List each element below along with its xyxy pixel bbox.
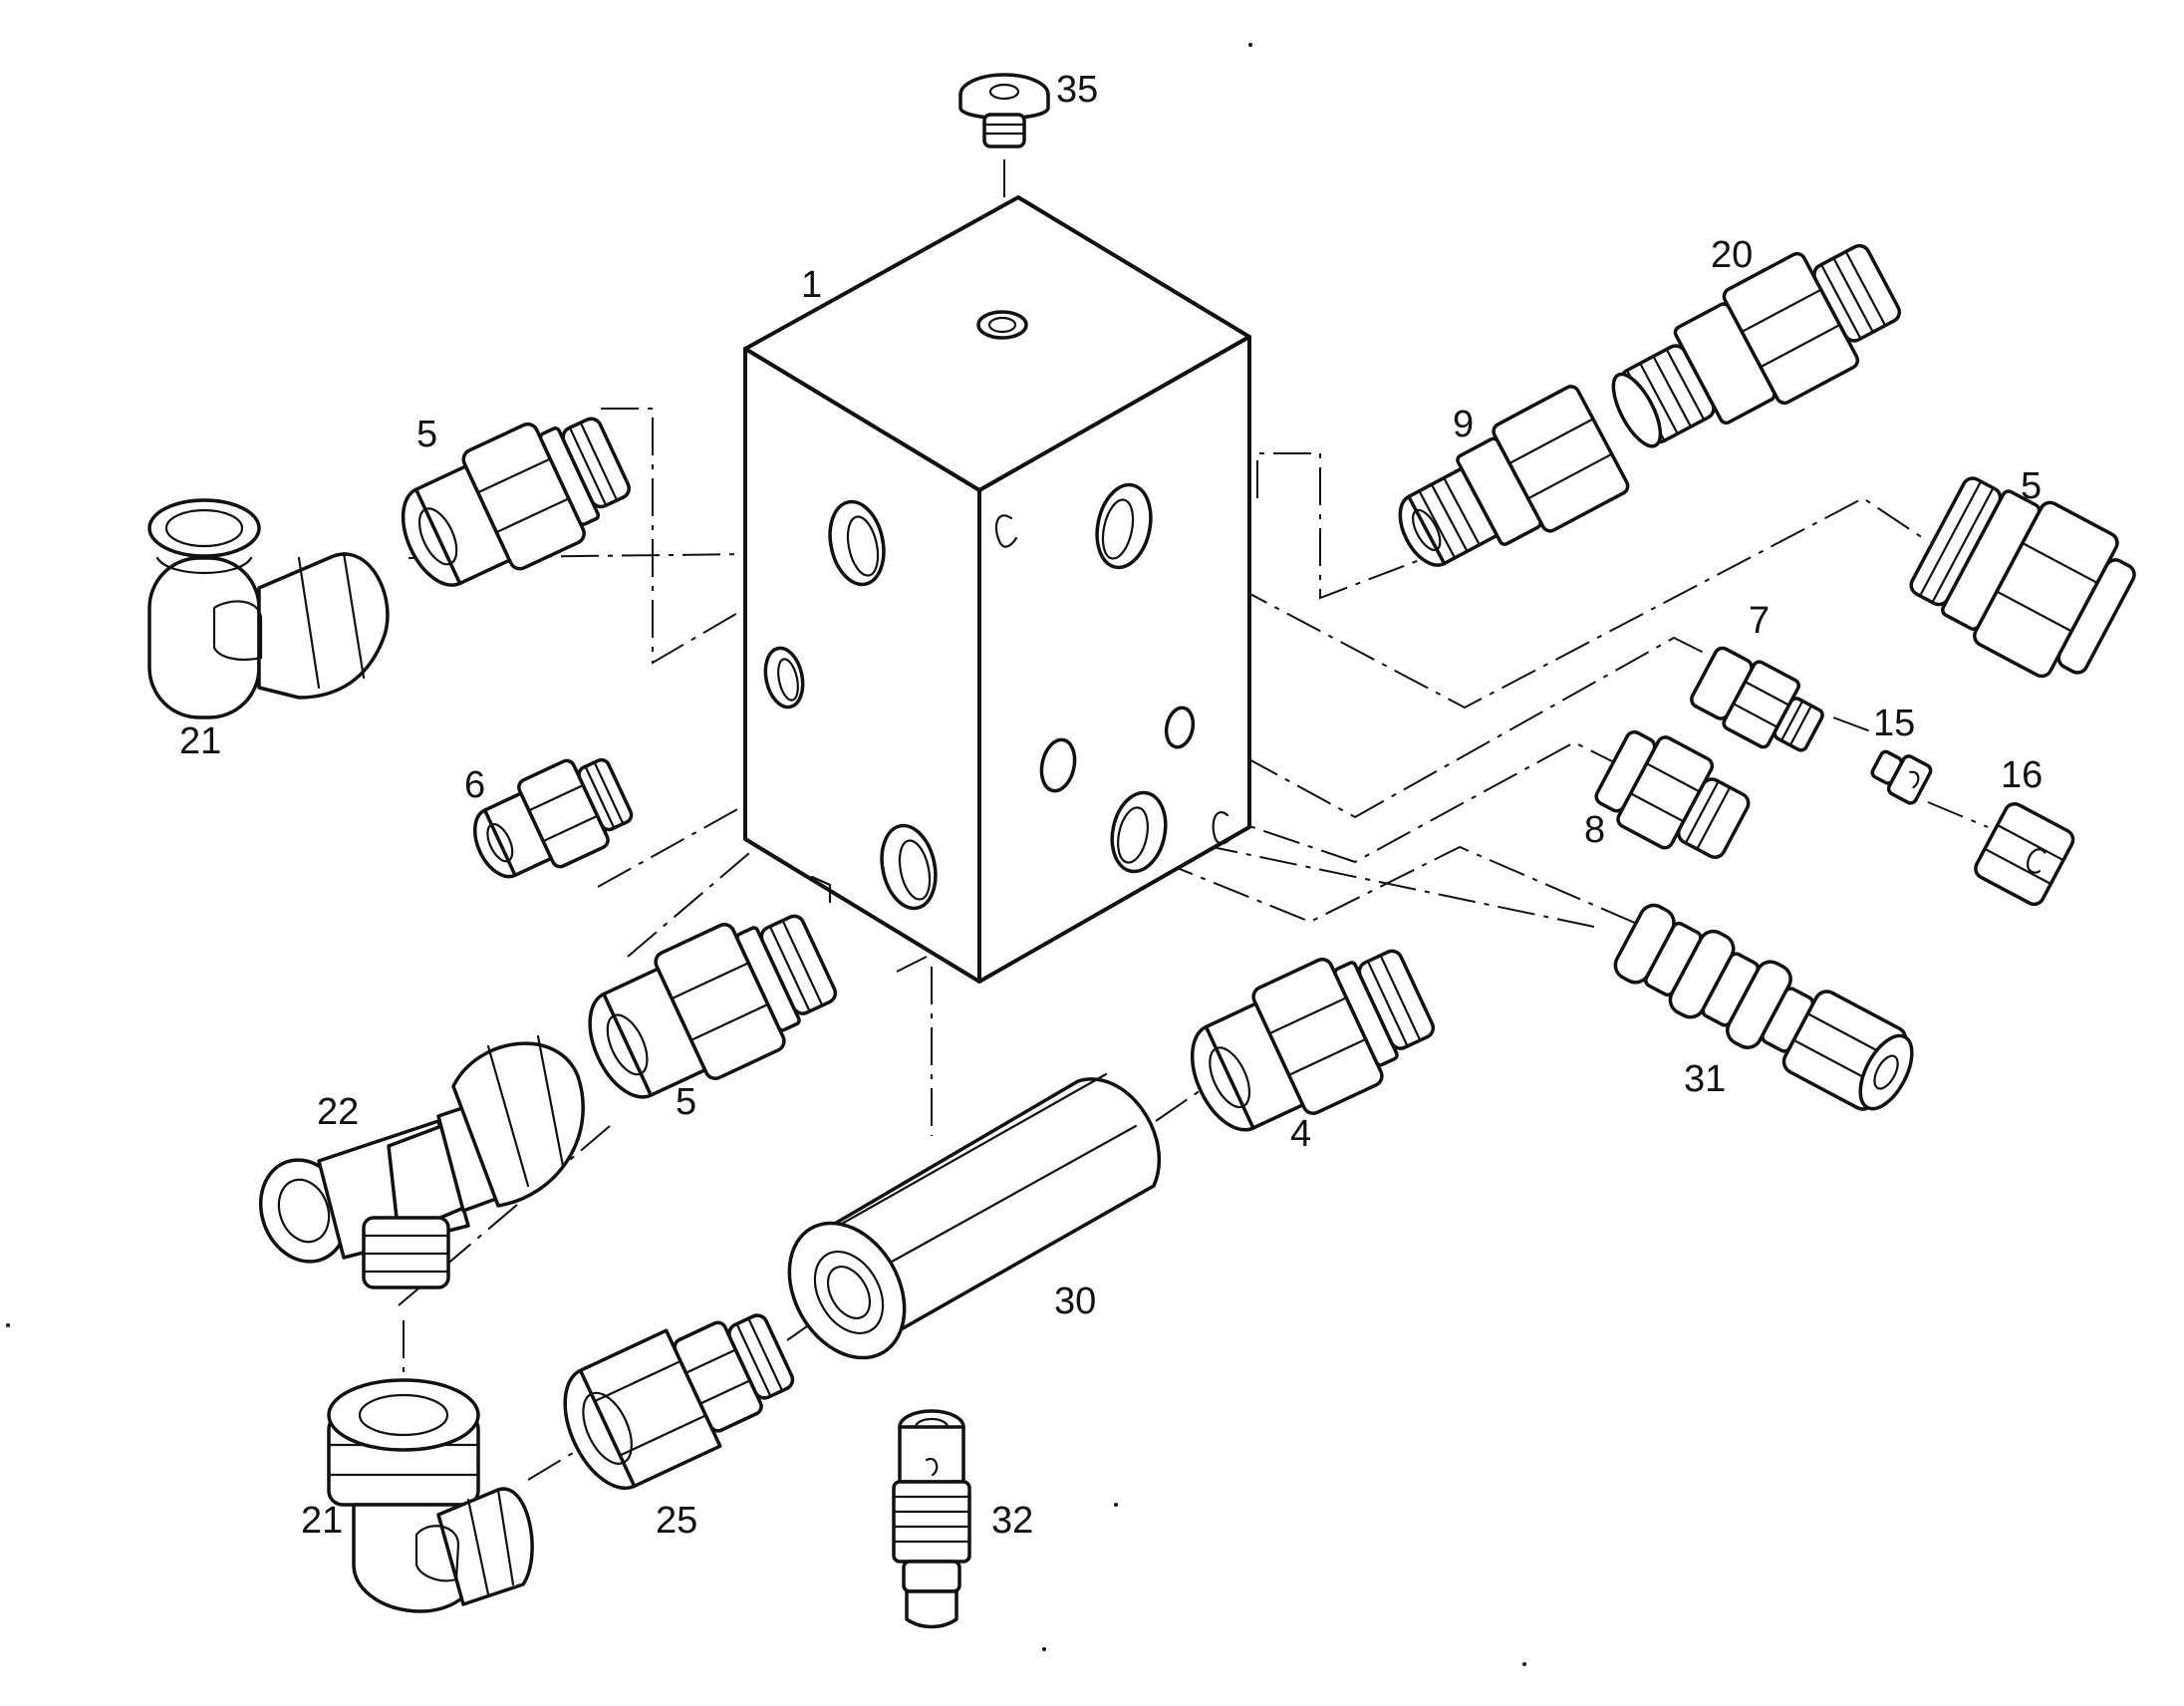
callout-1: 1 — [801, 264, 822, 306]
tee-connector — [258, 1034, 585, 1289]
specks — [6, 43, 1526, 1666]
small-union — [472, 757, 634, 879]
callout-22: 22 — [317, 1091, 359, 1133]
union — [1190, 949, 1436, 1132]
callout-8: 8 — [1584, 809, 1605, 851]
callout-5-upper-left: 5 — [416, 414, 437, 455]
elbow-upper — [147, 498, 390, 719]
elbow-lower — [327, 1378, 534, 1613]
callout-5-right: 5 — [2021, 465, 2042, 507]
callout-20: 20 — [1711, 234, 1753, 276]
callout-16: 16 — [2001, 754, 2043, 796]
callout-9: 9 — [1453, 404, 1474, 445]
small-adapter — [1690, 646, 1824, 752]
callout-21-lower: 21 — [301, 1500, 343, 1542]
cap-nut — [1974, 802, 2075, 907]
plug-screw — [958, 73, 1050, 148]
callout-21-upper: 21 — [179, 720, 221, 762]
callout-15: 15 — [1873, 703, 1915, 744]
callout-30: 30 — [1054, 1280, 1096, 1322]
adapter — [1594, 729, 1751, 859]
callout-5-lower: 5 — [676, 1081, 696, 1123]
callout-25: 25 — [656, 1500, 697, 1542]
union-lower — [588, 914, 838, 1099]
valve-cartridge — [1613, 903, 1914, 1111]
cartridge — [892, 1409, 971, 1629]
orifice-insert — [1870, 749, 1933, 805]
check-valve-housing — [787, 1072, 1161, 1360]
union-right — [1909, 476, 2136, 679]
callout-35: 35 — [1056, 69, 1098, 111]
callout-labels: 35 1 20 9 5 5 21 7 15 16 6 8 31 22 5 4 3… — [179, 69, 2043, 1542]
straight-connector — [1611, 243, 1902, 448]
union-upper-left — [401, 417, 631, 587]
reducing-adapter — [1398, 385, 1630, 567]
reducer-fitting — [563, 1313, 795, 1491]
callout-7: 7 — [1749, 600, 1770, 642]
callout-6: 6 — [464, 764, 485, 806]
valve-block — [743, 195, 1251, 984]
callout-32: 32 — [991, 1500, 1033, 1542]
callout-31: 31 — [1684, 1058, 1726, 1100]
leader-lines — [398, 159, 1989, 1481]
callout-4: 4 — [1290, 1113, 1311, 1155]
